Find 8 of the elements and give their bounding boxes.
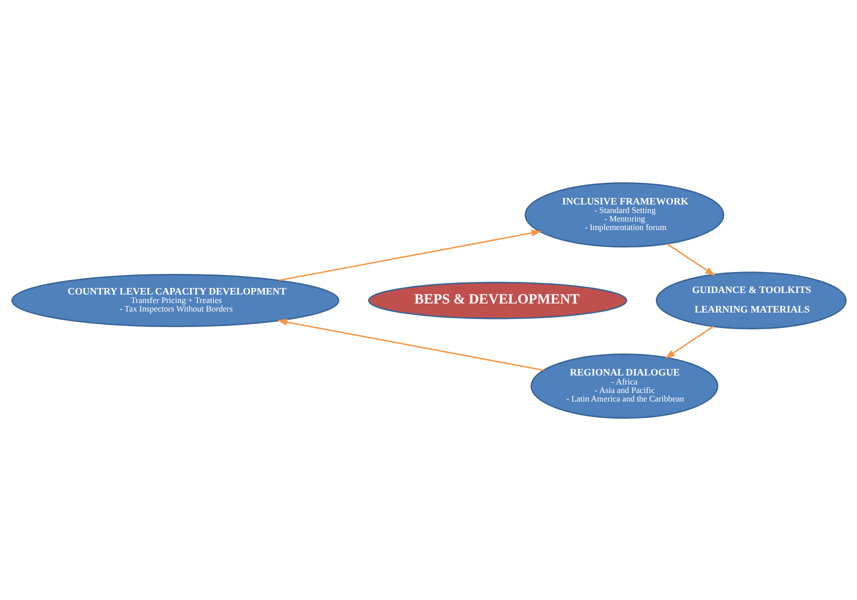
node-ellipse: REGIONAL DIALOGUE - Africa - Asia and Pacific - Latin America and the Caribbean <box>530 353 718 418</box>
arrow <box>666 242 715 276</box>
node-ellipse: BEPS & DEVELOPMENT <box>368 281 627 319</box>
arrow <box>278 229 542 281</box>
arrow <box>664 325 714 358</box>
node-ellipse: INCLUSIVE FRAMEWORK - Standard Setting - Mentoring - Implementation forum <box>524 182 724 247</box>
node-ellipse: GUIDANCE & TOOLKITS LEARNING MATERIALS <box>655 271 846 329</box>
arrow <box>276 318 544 370</box>
